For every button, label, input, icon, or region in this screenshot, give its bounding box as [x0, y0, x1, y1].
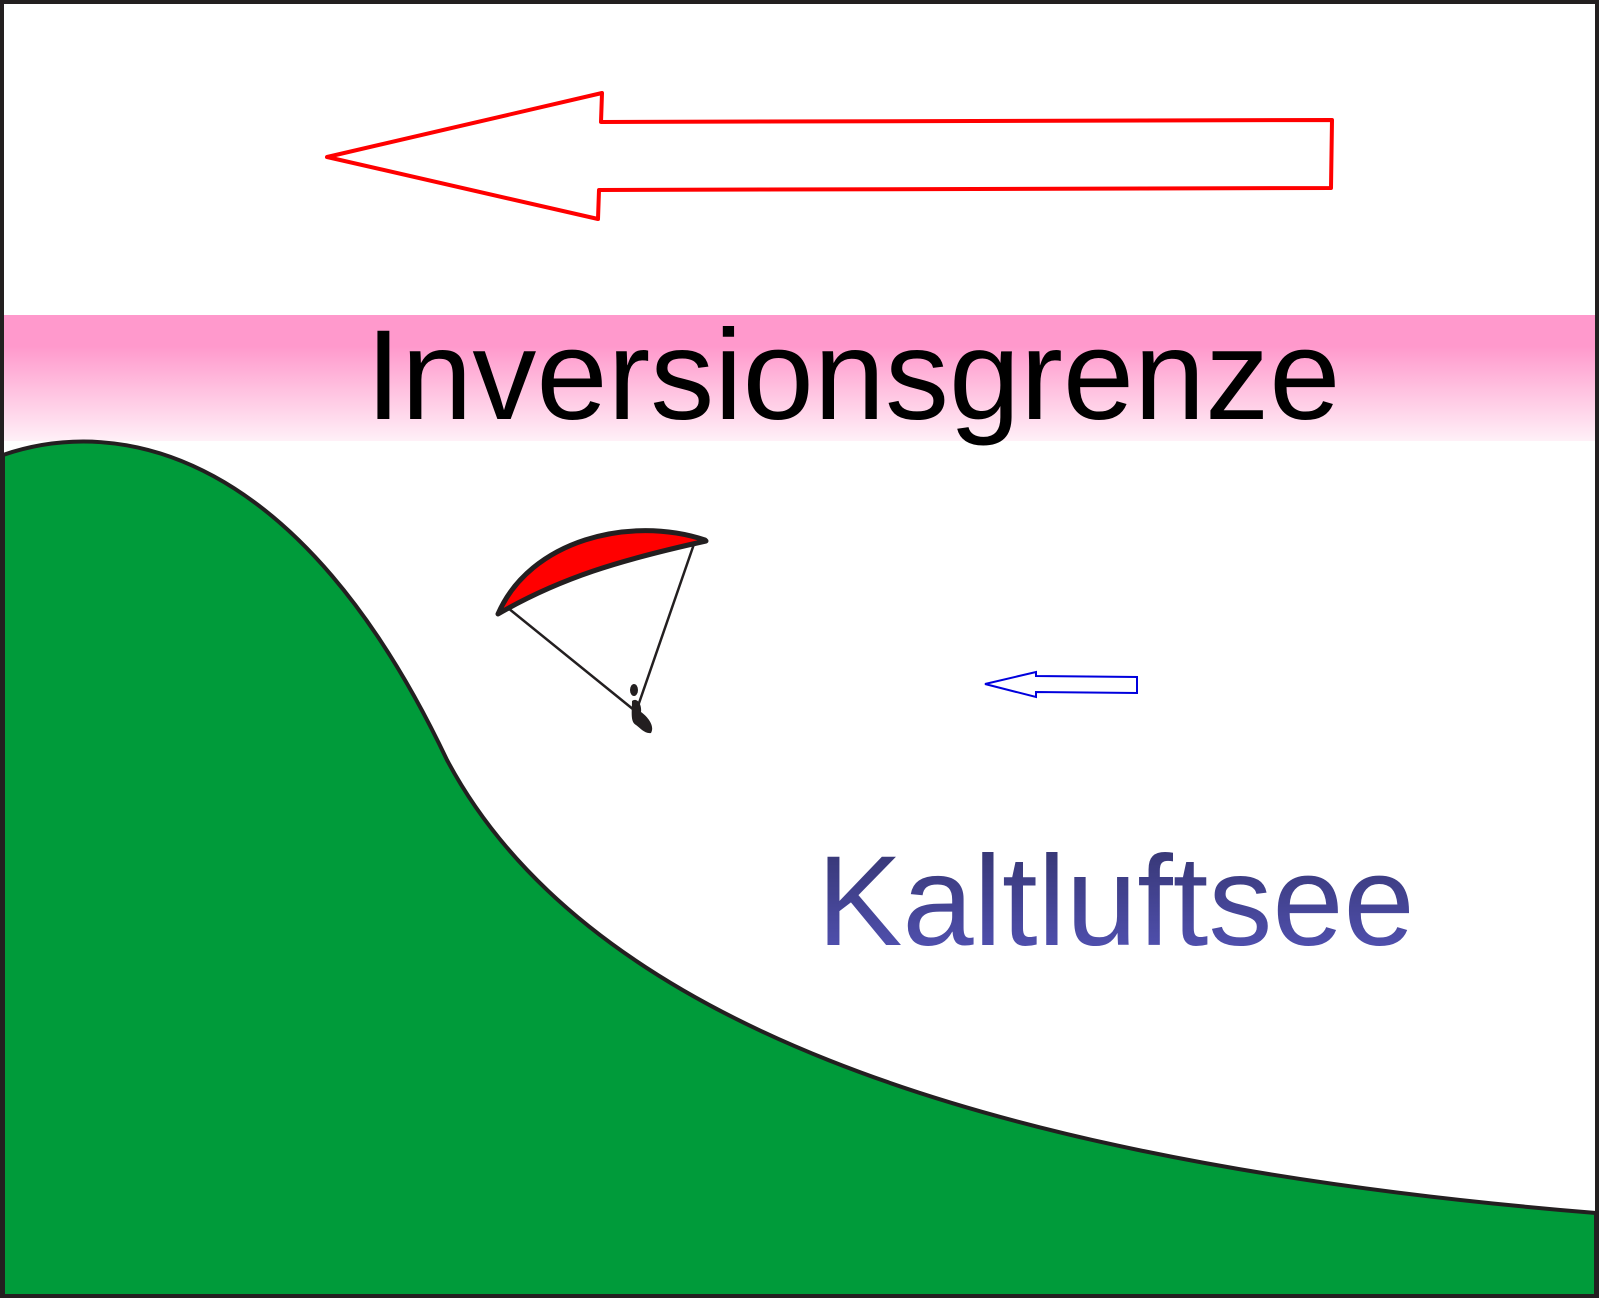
paraglider-wing [495, 528, 709, 617]
upper-wind-arrow-icon [325, 91, 1334, 221]
hill [1, 439, 1598, 1298]
inversion-label: Inversionsgrenze [366, 304, 1341, 447]
cold-air-lake-label: Kaltluftsee [817, 830, 1415, 973]
pilot-body [631, 699, 653, 734]
pilot-head [630, 684, 638, 696]
paraglider-line-left [507, 607, 635, 711]
paraglider-icon [495, 528, 709, 734]
paraglider-line-right [636, 543, 696, 707]
lower-wind-arrow-icon [984, 670, 1138, 699]
inversion-band [3, 315, 1596, 441]
